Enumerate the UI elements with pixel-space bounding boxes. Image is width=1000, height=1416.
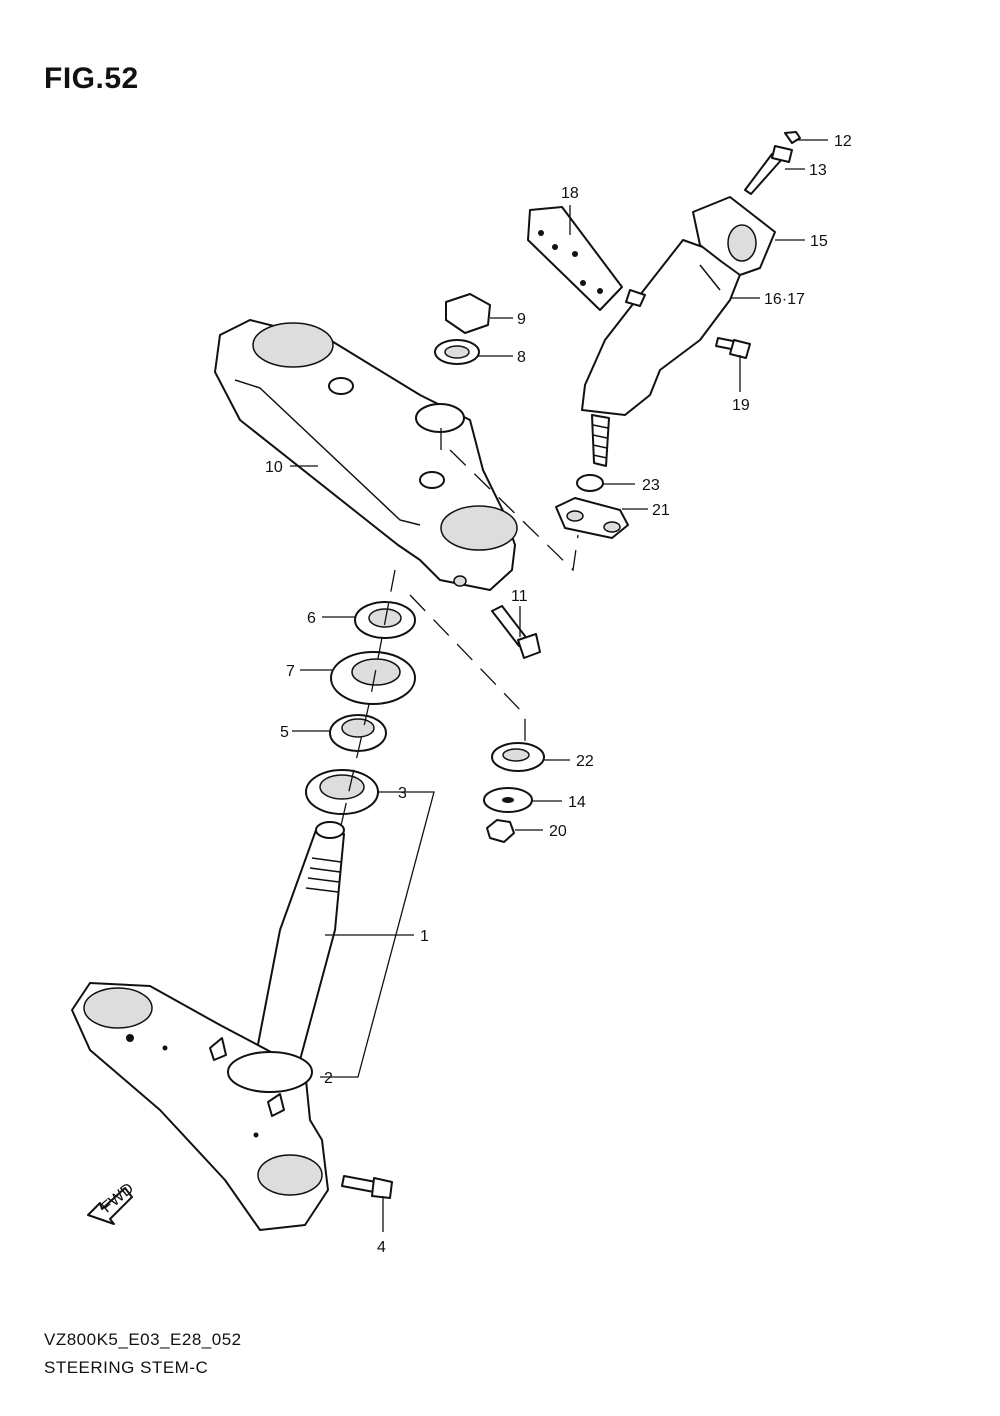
callout-8: 8 (517, 349, 526, 366)
callout-18: 18 (561, 185, 579, 202)
flange-nut (486, 819, 515, 843)
callout-13: 13 (809, 162, 827, 179)
pinch-bolt (341, 1175, 393, 1199)
cap-nut (445, 293, 491, 334)
callout-6: 6 (307, 610, 316, 627)
bracket-part (527, 206, 646, 311)
washer-part-23 (576, 474, 604, 492)
callout-22: 22 (576, 753, 594, 770)
figure-code: VZ800K5_E03_E28_052 (44, 1330, 242, 1349)
callout-12: 12 (834, 133, 852, 150)
callout-9: 9 (517, 311, 526, 328)
clamp-bolt (491, 605, 541, 659)
holder-bolt (744, 131, 801, 195)
callout-21: 21 (652, 502, 670, 519)
callout-19: 19 (732, 397, 750, 414)
leader-lines (290, 139, 828, 1232)
alignment-line (339, 569, 396, 831)
upper-bracket (214, 319, 518, 591)
callout-16-17: 16·17 (764, 291, 805, 308)
callout-1: 1 (420, 928, 429, 945)
forward-arrow-icon: FWD (87, 1180, 137, 1225)
callout-4: 4 (377, 1239, 386, 1256)
callout-23: 23 (642, 477, 660, 494)
callout-7: 7 (286, 663, 295, 680)
callout-11: 11 (511, 588, 528, 605)
lower-bearing (305, 769, 379, 815)
callout-3: 3 (398, 785, 407, 802)
lower-bracket (71, 982, 329, 1231)
dust-seal (330, 651, 416, 705)
callout-20: 20 (549, 823, 567, 840)
alignment-line (409, 594, 526, 745)
alignment-line (449, 449, 579, 572)
callout-labels: 12 13 18 15 16·17 9 8 19 10 23 21 11 6 7… (265, 133, 852, 1256)
callout-2: 2 (324, 1070, 333, 1087)
callout-10: 10 (265, 459, 283, 476)
upper-bearing (329, 714, 387, 752)
figure-title: FIG.52 (44, 62, 139, 95)
figure-caption: STEERING STEM-C (44, 1358, 209, 1377)
handlebar-holder-assembly (581, 196, 776, 467)
callout-14: 14 (568, 794, 586, 811)
small-screw (715, 337, 751, 359)
callout-5: 5 (280, 724, 289, 741)
steering-stem (254, 821, 345, 1061)
callout-15: 15 (810, 233, 828, 250)
